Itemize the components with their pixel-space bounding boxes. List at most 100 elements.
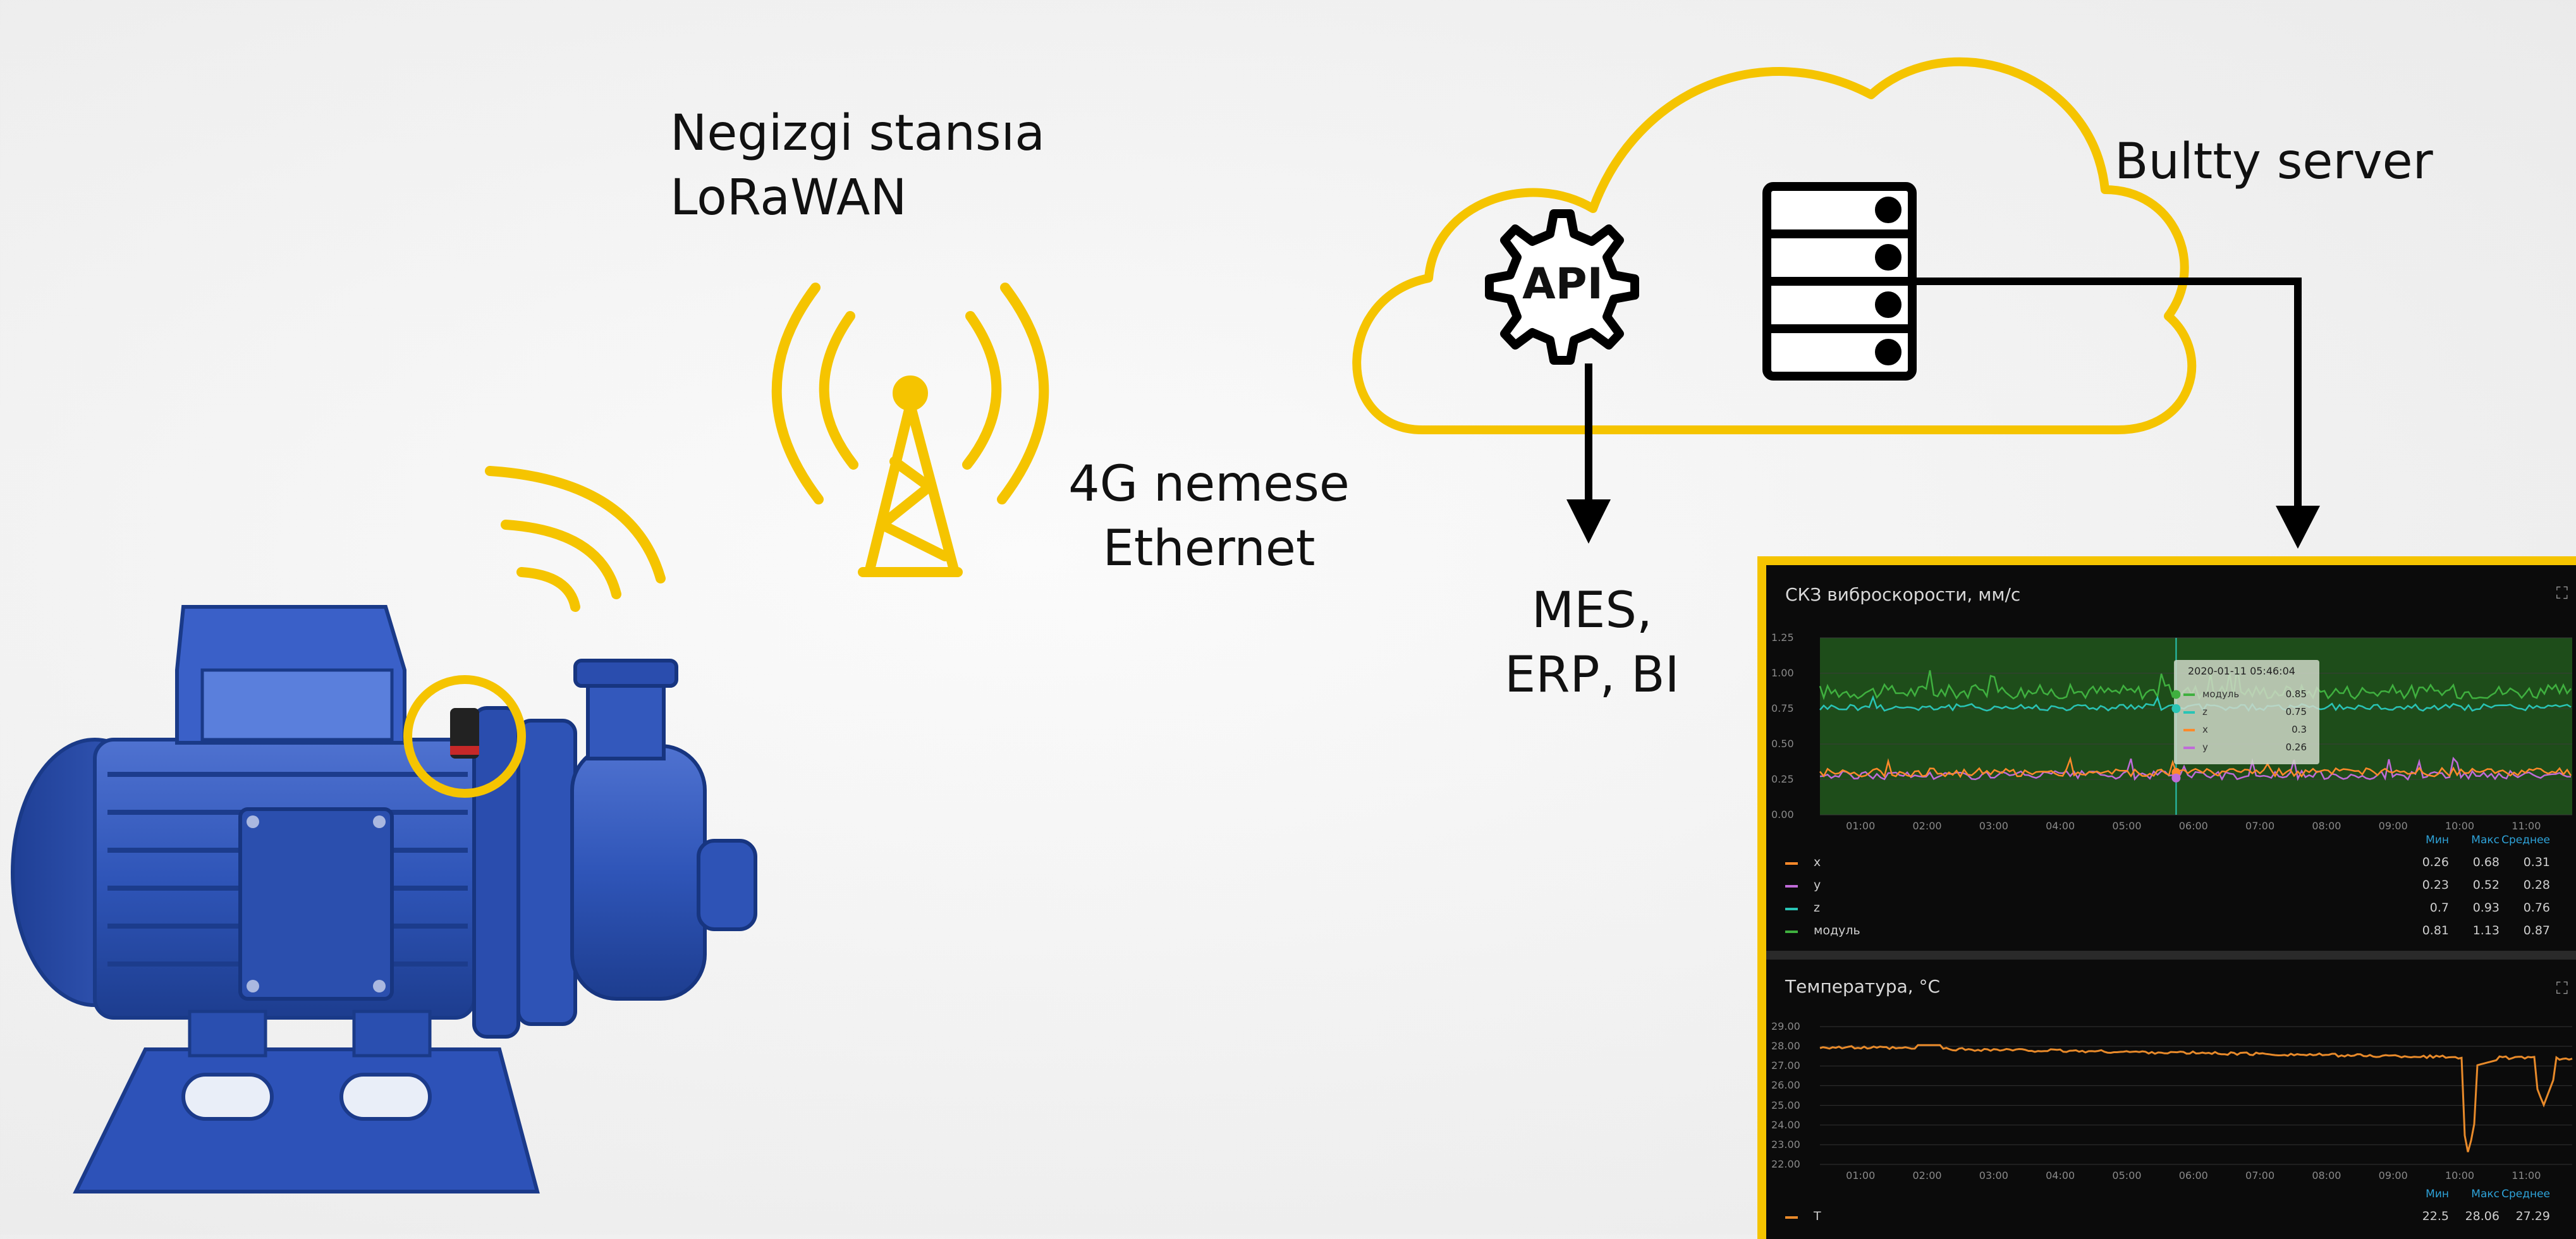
y-tick-label: 22.00 [1771,1158,1800,1170]
y-tick-label: 0.00 [1771,809,1794,821]
monitoring-dashboard: СКЗ виброскорости, мм/с ⛶ Температура, °… [1757,556,2576,1239]
legend-header: Среднее [2501,1188,2550,1200]
x-tick-label: 01:00 [1846,820,1876,832]
x-tick-label: 04:00 [2046,1169,2075,1181]
legend-name: z [1814,901,1820,915]
tooltip-swatch [2183,747,2195,749]
series-line-y [1819,757,2572,781]
tooltip-swatch [2183,729,2195,731]
x-tick-label: 10:00 [2445,820,2475,832]
arrow-down-icon [2276,506,2320,549]
fullscreen-icon[interactable]: ⛶ [2556,979,2568,998]
tooltip-series-name: x [2202,724,2208,735]
legend-name: T [1814,1209,1821,1223]
x-tick-label: 11:00 [2512,1169,2541,1181]
legend-avg: 0.76 [2523,901,2550,915]
legend-max: 0.52 [2472,878,2500,892]
tooltip-box [2174,660,2319,764]
legend-name: y [1814,878,1821,892]
legend-name: модуль [1814,924,1860,937]
legend-swatch [1785,1216,1798,1219]
temperature-panel-title: Температура, °C [1785,976,1941,997]
legend-swatch [1785,908,1798,910]
x-tick-label: 04:00 [2046,820,2075,832]
legend-header: Макс [2471,1188,2500,1200]
legend-header: Макс [2471,834,2500,846]
legend-header: Среднее [2501,834,2550,846]
y-tick-label: 29.00 [1771,1020,1800,1032]
sensor-highlight-circle [403,675,526,798]
x-tick-label: 08:00 [2312,820,2341,832]
y-tick-label: 0.50 [1771,738,1794,750]
y-tick-label: 0.75 [1771,702,1794,714]
api-label: API [1522,259,1603,309]
server-icon [1762,182,1917,381]
tooltip-series-name: z [2202,706,2207,717]
x-tick-label: 07:00 [2245,820,2275,832]
series-line-x [1819,756,2572,778]
base-station-label: Negizgi stansıa LoRaWAN [670,105,1045,226]
tooltip-series-name: модуль [2202,688,2240,700]
x-tick-label: 10:00 [2445,1169,2475,1181]
legend-max: 1.13 [2472,924,2500,937]
y-tick-label: 28.00 [1771,1040,1800,1053]
vibration-chart [1819,637,2572,815]
wifi-waves-icon [485,466,666,612]
vibration-panel-title: СКЗ виброскорости, мм/с [1785,584,2021,605]
x-tick-label: 06:00 [2178,1169,2208,1181]
x-tick-label: 03:00 [1979,1169,2008,1181]
y-tick-label: 1.00 [1771,667,1794,679]
radio-tower-icon [771,283,1049,577]
x-tick-label: 02:00 [1912,1169,1942,1181]
tooltip-series-value: 0.75 [2285,706,2307,717]
tooltip-swatch [2183,711,2195,714]
y-tick-label: 1.25 [1771,632,1794,644]
legend-avg: 0.87 [2523,924,2550,937]
api-gear-icon [1485,209,1639,365]
legend-max: 28.06 [2465,1209,2500,1223]
legend-swatch [1785,862,1798,865]
legend-min: 22.5 [2422,1209,2449,1223]
legend-header: Мин [2426,834,2449,846]
x-tick-label: 05:00 [2112,820,2142,832]
y-tick-label: 25.00 [1771,1099,1800,1111]
x-tick-label: 06:00 [2178,820,2208,832]
fullscreen-icon[interactable]: ⛶ [2556,584,2568,603]
x-tick-label: 01:00 [1846,1169,1876,1181]
x-tick-label: 09:00 [2378,820,2408,832]
tooltip-point-z [2171,704,2181,713]
legend-avg: 0.31 [2523,855,2550,869]
server-to-dashboard-arrow [1912,278,2320,549]
network-label: 4G nemese Ethernet [1068,456,1350,577]
tooltip-series-value: 0.26 [2285,742,2307,753]
legend-swatch [1785,885,1798,888]
cloud-server-label: Bultty server [2115,133,2433,190]
tooltip-swatch [2183,693,2195,696]
series-line-T [1819,1044,2573,1152]
legend-max: 0.68 [2472,855,2500,869]
panel-separator [1766,951,2576,960]
tooltip-time: 2020-01-11 05:46:04 [2188,665,2295,677]
api-to-mes-arrow [1566,363,1611,544]
arrow-down-icon [1566,499,1611,544]
legend-avg: 0.28 [2523,878,2550,892]
y-tick-label: 26.00 [1771,1079,1800,1092]
consumers-label: MES, ERP, BI [1505,582,1680,704]
y-tick-label: 24.00 [1771,1118,1800,1131]
x-tick-label: 07:00 [2245,1169,2275,1181]
x-tick-label: 09:00 [2378,1169,2408,1181]
legend-swatch [1785,931,1798,933]
motor-pump-illustration [11,605,757,1193]
legend-row[interactable]: y 0.23 0.52 0.28 [1785,876,2569,897]
cloud-icon [1352,57,2197,434]
legend-header: Мин [2426,1188,2449,1200]
x-tick-label: 02:00 [1912,820,1942,832]
legend-min: 0.23 [2422,878,2449,892]
x-tick-label: 05:00 [2112,1169,2142,1181]
legend-name: x [1814,855,1821,869]
y-tick-label: 27.00 [1771,1059,1800,1072]
